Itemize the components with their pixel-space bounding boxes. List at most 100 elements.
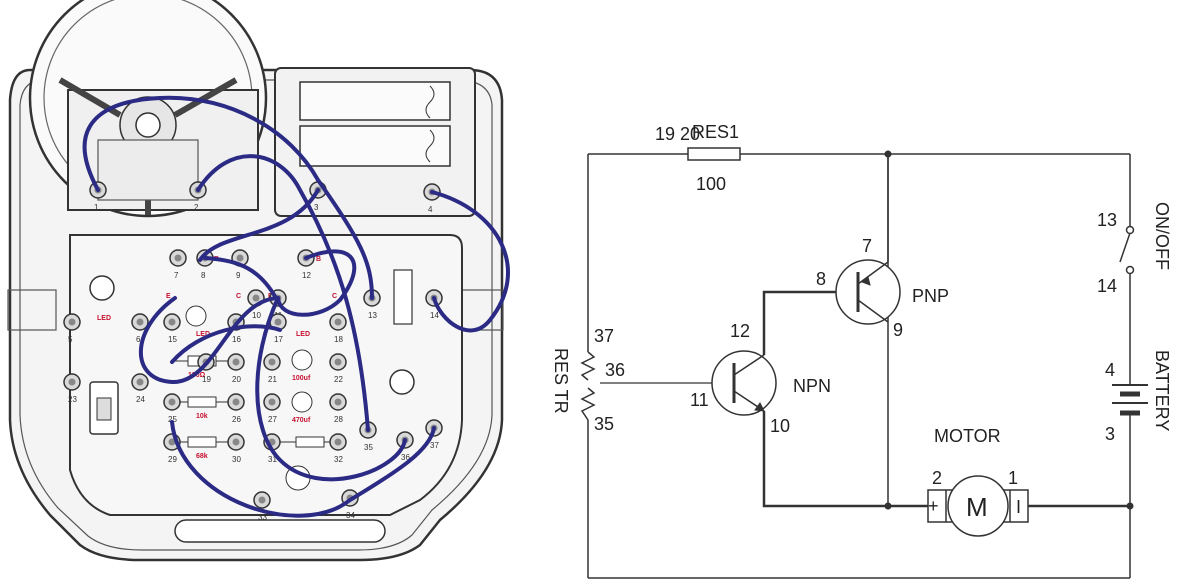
switch-lever bbox=[1119, 232, 1131, 263]
battery-cell-2 bbox=[299, 125, 451, 167]
onoff-label: ON/OFF bbox=[1152, 202, 1172, 270]
terminal-number: 33 bbox=[258, 513, 267, 522]
cap-label-100uf: 100uf bbox=[292, 375, 311, 382]
wire bbox=[203, 256, 278, 300]
pot-knob bbox=[389, 369, 415, 395]
jumper-wires bbox=[82, 95, 510, 518]
resistor-10k bbox=[172, 396, 235, 408]
wire bbox=[198, 188, 320, 262]
resistor-68k bbox=[172, 436, 235, 448]
terminal-center bbox=[232, 398, 240, 406]
wire bbox=[196, 154, 370, 432]
terminal-center bbox=[232, 358, 240, 366]
pin-14: 14 bbox=[1097, 276, 1117, 296]
terminal-center bbox=[174, 254, 182, 262]
terminal-center bbox=[252, 294, 260, 302]
pnp-collector bbox=[857, 299, 889, 323]
terminal-number: 16 bbox=[232, 335, 241, 344]
breadboard-kit: LED LED LED 180Ω 10k 68k 100uf 470uf B B… bbox=[7, 0, 510, 562]
pin-4: 4 bbox=[1105, 360, 1115, 380]
terminal-number: 37 bbox=[430, 441, 439, 450]
resistor-label-68k: 68k bbox=[196, 453, 208, 460]
kit-housing-inner bbox=[19, 79, 493, 551]
terminal-number: 21 bbox=[268, 375, 277, 384]
res1-pins: 19 20 bbox=[655, 124, 700, 144]
terminal-center bbox=[68, 378, 76, 386]
terminal-center bbox=[334, 358, 342, 366]
pin-11: 11 bbox=[690, 390, 709, 410]
led-label-c: LED bbox=[296, 331, 310, 338]
terminal-number: 13 bbox=[368, 311, 377, 320]
battery-spring bbox=[425, 85, 435, 163]
wire-npn-emitter bbox=[762, 411, 928, 508]
res-tr-label: RES TR bbox=[551, 348, 571, 414]
terminal-number: 26 bbox=[232, 415, 241, 424]
schematic bbox=[580, 147, 1148, 579]
motor-label: MOTOR bbox=[934, 426, 1001, 446]
res1-symbol bbox=[687, 147, 741, 161]
pin-1: 1 bbox=[1008, 468, 1018, 488]
left-rail bbox=[7, 289, 57, 331]
terminal-number: 9 bbox=[236, 271, 241, 280]
transistor-label-e1: E bbox=[166, 293, 171, 300]
pin-35: 35 bbox=[594, 414, 614, 434]
terminal-number: 32 bbox=[334, 455, 343, 464]
schematic-labels: 19 20 RES1 100 PNP NPN 7 8 9 12 11 10 37… bbox=[551, 122, 1172, 522]
terminal-center bbox=[334, 438, 342, 446]
pin-12: 12 bbox=[730, 321, 750, 341]
terminal-center bbox=[168, 318, 176, 326]
pnp-label: PNP bbox=[912, 286, 949, 306]
transistor-label-c1: C bbox=[236, 293, 241, 300]
terminal-center bbox=[136, 378, 144, 386]
motor-shaft bbox=[135, 112, 161, 138]
wire bbox=[255, 296, 407, 482]
terminal-number: 35 bbox=[364, 443, 373, 452]
terminal-center bbox=[334, 318, 342, 326]
terminal-number: 18 bbox=[334, 335, 343, 344]
resistor-label-180: 180Ω bbox=[188, 372, 206, 379]
pin-2: 2 bbox=[932, 468, 942, 488]
terminal-center bbox=[258, 496, 266, 504]
terminal-center bbox=[334, 398, 342, 406]
terminal-number: 36 bbox=[401, 453, 410, 462]
terminal-center bbox=[168, 438, 176, 446]
res-tr-symbol bbox=[580, 351, 596, 421]
terminal-number: 6 bbox=[136, 335, 141, 344]
wire bbox=[430, 190, 510, 333]
bottom-slot bbox=[174, 519, 386, 543]
terminal-number: 27 bbox=[268, 415, 277, 424]
npn-transistor bbox=[711, 350, 777, 416]
terminal-number: 20 bbox=[232, 375, 241, 384]
terminal-center bbox=[268, 398, 276, 406]
slide-switch bbox=[393, 269, 413, 325]
npn-label: NPN bbox=[793, 376, 831, 396]
npn-collector bbox=[733, 354, 765, 376]
pin-7: 7 bbox=[862, 236, 872, 256]
terminal-number: 28 bbox=[334, 415, 343, 424]
motor-plus: + bbox=[928, 496, 939, 516]
cap-socket-1 bbox=[291, 349, 313, 371]
pnp-arrow bbox=[861, 276, 871, 286]
terminal-number: 23 bbox=[68, 395, 77, 404]
terminal-number: 34 bbox=[346, 511, 355, 520]
resistor-label-10k: 10k bbox=[196, 413, 208, 420]
wire bbox=[276, 249, 357, 317]
motor-minus: I bbox=[1016, 497, 1021, 517]
transistor-label-c2: C bbox=[332, 293, 337, 300]
terminal-number: 22 bbox=[334, 375, 343, 384]
terminal-center bbox=[232, 438, 240, 446]
terminal-center bbox=[274, 318, 282, 326]
terminal-number: 2 bbox=[194, 203, 199, 212]
terminal-number: 31 bbox=[268, 455, 277, 464]
wire bbox=[138, 296, 280, 385]
pin-10: 10 bbox=[770, 416, 790, 436]
cap-socket-2 bbox=[291, 391, 313, 413]
led-label-b: LED bbox=[196, 331, 210, 338]
terminal-number: 25 bbox=[168, 415, 177, 424]
terminal-number: 10 bbox=[252, 311, 261, 320]
terminal-center bbox=[168, 398, 176, 406]
switch-contact-top bbox=[1125, 225, 1135, 235]
battery-cell-1 bbox=[299, 81, 451, 121]
cap-label-470uf: 470uf bbox=[292, 417, 311, 424]
